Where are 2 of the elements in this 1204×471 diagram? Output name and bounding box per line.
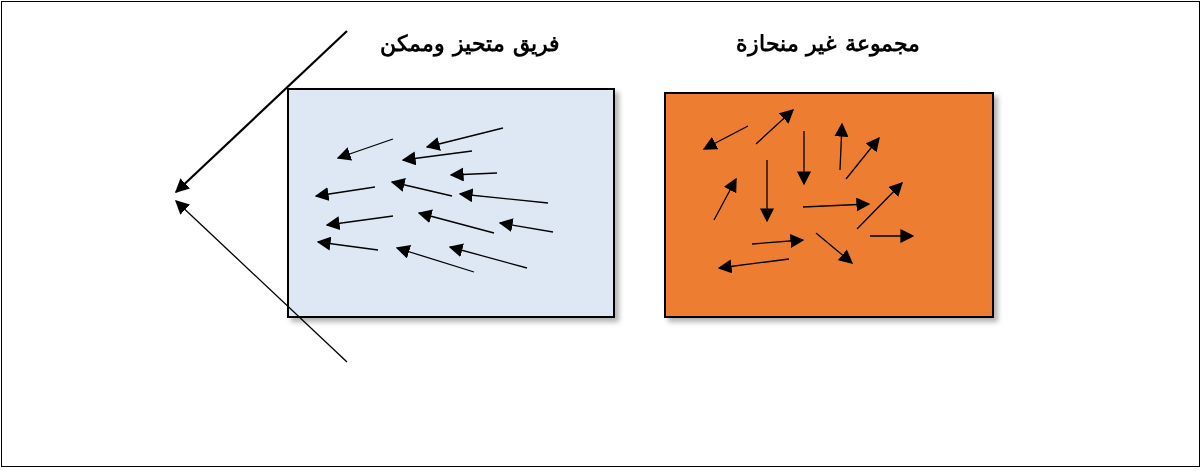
group-heading: مجموعة غير منحازة bbox=[735, 30, 921, 56]
group-heading: فريق متحيز وممكن bbox=[380, 30, 560, 56]
